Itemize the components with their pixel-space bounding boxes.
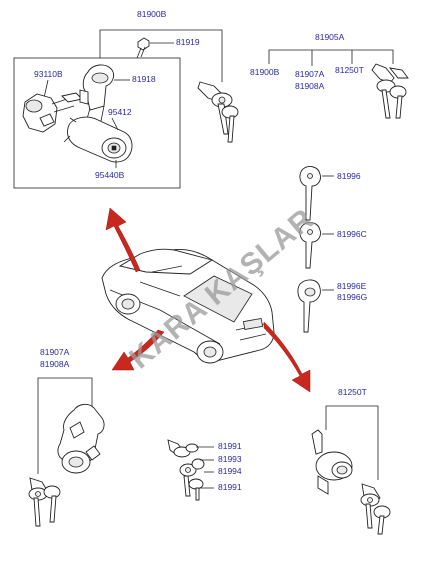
arrow-to-ignition (105, 207, 141, 273)
label-81996C: 81996C (337, 229, 367, 239)
label-81993: 81993 (218, 454, 242, 464)
arrows (105, 207, 311, 393)
key-81996E-G: 81996E 81996G (297, 279, 367, 333)
label-81908A-set: 81908A (295, 81, 325, 91)
label-81918: 81918 (132, 74, 156, 84)
label-81900B-top: 81900B (137, 9, 167, 19)
label-81996G: 81996G (337, 292, 367, 302)
label-81250T: 81250T (338, 387, 367, 397)
assembly-81900B: 81900B 81919 93110B 81918 (13, 9, 239, 189)
set-81905A: 81905A 81900B 81907A 81908A 81250T (250, 32, 409, 119)
label-93110B: 93110B (34, 69, 63, 79)
label-81907A-set: 81907A (295, 69, 325, 79)
tailgate-lock-81250T: 81250T (311, 387, 379, 495)
label-81907A: 81907A (40, 347, 70, 357)
housing-81918: 81918 (79, 64, 156, 139)
label-81996E: 81996E (337, 281, 367, 291)
label-81996: 81996 (337, 171, 361, 181)
keys-81905A (371, 63, 409, 119)
key-81996: 81996 (299, 166, 361, 221)
arrow-to-tailgate-lock (263, 321, 311, 393)
label-81250T-set: 81250T (335, 65, 364, 75)
lock-cylinder-93110B: 93110B (22, 69, 83, 133)
label-81900B-set: 81900B (250, 67, 280, 77)
label-95412: 95412 (108, 107, 132, 117)
label-81908A: 81908A (40, 359, 70, 369)
key-81996C: 81996C (299, 222, 367, 269)
key-set-81900B (197, 81, 239, 143)
door-lock-81907A: 81907A 81908A (37, 347, 105, 474)
label-81919: 81919 (176, 37, 200, 47)
assembly-frame (13, 57, 181, 189)
label-81905A: 81905A (315, 32, 345, 42)
label-81991-b: 81991 (218, 482, 242, 492)
car-illustration (101, 248, 275, 364)
bolt-81919: 81919 (136, 37, 200, 59)
label-95440B: 95440B (95, 170, 125, 180)
label-81994: 81994 (218, 466, 242, 476)
keys-door-lock (28, 477, 61, 527)
arrow-to-door-lock (111, 329, 165, 371)
keys-tailgate-lock (360, 483, 391, 535)
center-key-group: 81991 81993 81994 81991 (167, 439, 242, 501)
ignition-body-95440B: 95412 95440B (63, 107, 133, 180)
label-81991-a: 81991 (218, 441, 242, 451)
